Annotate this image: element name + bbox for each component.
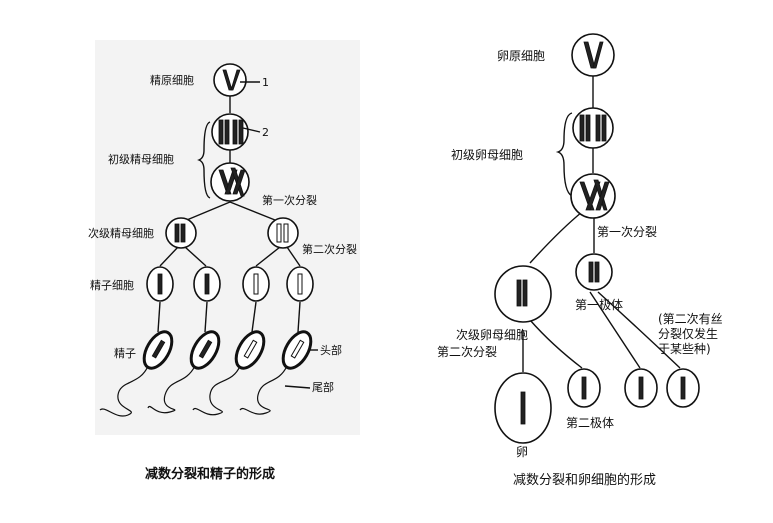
branch-line [181, 201, 231, 223]
primary-oocyte-cell [572, 107, 614, 149]
chromosome [204, 273, 210, 295]
marker-2: 2 [262, 126, 269, 139]
chromosome [218, 119, 224, 145]
label-second-polar-body: 第二极体 [566, 416, 614, 430]
label-first-division: 第一次分裂 [597, 225, 657, 239]
chromosome [595, 114, 601, 142]
arrow-line [157, 301, 161, 333]
chromosome [253, 273, 259, 295]
chromosome [522, 279, 528, 307]
branch-line [184, 246, 207, 267]
chromosome [157, 273, 163, 295]
bracket [555, 112, 573, 197]
branch-line [255, 246, 281, 267]
label-head: 头部 [320, 343, 342, 357]
chromosome [232, 119, 238, 145]
bracket [197, 121, 211, 199]
chromosome [224, 119, 230, 145]
chromosome [588, 261, 594, 283]
chromosome [283, 223, 289, 243]
sperm-2 [147, 330, 221, 414]
label-second-division: 第二次分裂 [302, 242, 357, 256]
spermatogonium-cell [213, 63, 247, 97]
label-spermatogonium: 精原细胞 [150, 74, 194, 87]
branch-line [229, 201, 281, 223]
chromosome [180, 223, 186, 243]
caption-right: 减数分裂和卵细胞的形成 [513, 472, 656, 488]
chromosome [174, 223, 180, 243]
chromosome [585, 114, 591, 142]
caption-left: 减数分裂和精子的形成 [145, 466, 275, 482]
branch-line [597, 291, 681, 369]
note-line-2: 分裂仅发生 [658, 326, 718, 341]
branch-line [529, 211, 583, 264]
label-first-polar-body: 第一极体 [575, 298, 623, 312]
chromosome [592, 41, 604, 69]
branch-line [529, 319, 583, 369]
label-spermatid: 精子细胞 [90, 279, 134, 292]
label-secondary-oocyte: 次级卵母细胞 [456, 328, 528, 342]
label-second-division: 第二次分裂 [437, 345, 497, 359]
arrow-line [297, 301, 301, 333]
label-primary-spermatocyte: 初级精母细胞 [108, 152, 174, 166]
first-polar-body-cell [575, 253, 613, 291]
chromosome [601, 114, 607, 142]
note-line-1: (第二次有丝 [658, 312, 723, 326]
chromosome [680, 376, 686, 400]
chromosome [516, 279, 522, 307]
branch-line [286, 246, 301, 267]
branch-line [589, 291, 641, 369]
label-primary-oocyte: 初级卵母细胞 [451, 148, 523, 162]
secondary-spermatocyte-cell [267, 217, 299, 249]
label-sperm: 精子 [114, 347, 136, 360]
left-diagram [99, 63, 318, 417]
chromosome [581, 376, 587, 400]
marker-line [242, 127, 261, 133]
chromosome [595, 181, 610, 211]
oogonium-cell [571, 33, 615, 77]
arrow-line [251, 301, 257, 333]
sperm-1 [99, 330, 174, 417]
branch-line [159, 246, 179, 267]
sperm-4 [239, 330, 313, 415]
chromosome [594, 261, 600, 283]
marker-1: 1 [262, 76, 269, 89]
label-oogonium: 卵原细胞 [497, 49, 545, 63]
label-egg: 卵 [516, 445, 528, 459]
tail-pointer [284, 385, 311, 389]
label-secondary-spermatocyte: 次级精母细胞 [88, 226, 154, 240]
chromosome [230, 69, 241, 91]
chromosome [238, 119, 244, 145]
arrow-line [204, 301, 208, 333]
chromosome [232, 169, 246, 195]
left-panel-background [95, 40, 360, 435]
chromosome [520, 391, 526, 425]
chromosome [638, 376, 644, 400]
chromosome [297, 273, 303, 295]
label-first-division: 第一次分裂 [262, 193, 317, 207]
note-line-3: 于某些种) [658, 342, 711, 356]
right-diagram [494, 33, 700, 444]
chromosome [276, 223, 282, 243]
chromosome [579, 114, 585, 142]
label-tail: 尾部 [312, 380, 334, 394]
sperm-3 [192, 330, 266, 416]
